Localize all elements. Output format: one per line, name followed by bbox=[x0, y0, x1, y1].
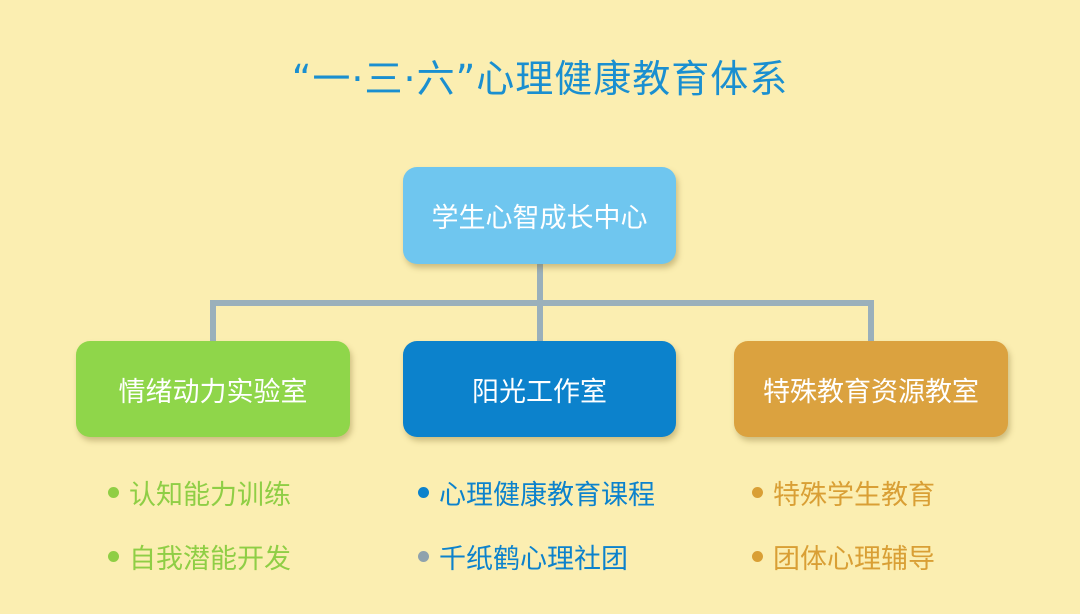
branch-node-sunshine-studio: 阳光工作室 bbox=[403, 341, 676, 437]
bullet-dot bbox=[418, 486, 429, 498]
bullet-dot bbox=[108, 486, 119, 498]
list-item-label: 自我潜能开发 bbox=[129, 543, 291, 575]
diagram-title: “一·三·六”心理健康教育体系 bbox=[291, 57, 789, 101]
branch-left-items: 认知能力训练 自我潜能开发 bbox=[108, 460, 291, 588]
list-item: 千纸鹤心理社团 bbox=[418, 524, 655, 588]
bullet-dot bbox=[418, 550, 429, 562]
list-item: 认知能力训练 bbox=[108, 460, 291, 524]
list-item-label: 千纸鹤心理社团 bbox=[439, 543, 628, 575]
list-item-label: 团体心理辅导 bbox=[773, 543, 935, 575]
list-item: 自我潜能开发 bbox=[108, 524, 291, 588]
list-item: 团体心理辅导 bbox=[752, 524, 935, 588]
list-item-label: 特殊学生教育 bbox=[773, 479, 935, 511]
bullet-dot bbox=[752, 550, 763, 562]
branch-mid-items: 心理健康教育课程 千纸鹤心理社团 bbox=[418, 460, 655, 588]
list-item: 特殊学生教育 bbox=[752, 460, 935, 524]
branch-right-items: 特殊学生教育 团体心理辅导 bbox=[752, 460, 935, 588]
root-node: 学生心智成长中心 bbox=[403, 167, 676, 264]
list-item-label: 认知能力训练 bbox=[129, 479, 291, 511]
bullet-dot bbox=[108, 550, 119, 562]
list-item: 心理健康教育课程 bbox=[418, 460, 655, 524]
list-item-label: 心理健康教育课程 bbox=[439, 479, 655, 511]
branch-node-special-education: 特殊教育资源教室 bbox=[734, 341, 1008, 437]
bullet-dot bbox=[752, 486, 763, 498]
branch-node-emotion-lab: 情绪动力实验室 bbox=[76, 341, 350, 437]
